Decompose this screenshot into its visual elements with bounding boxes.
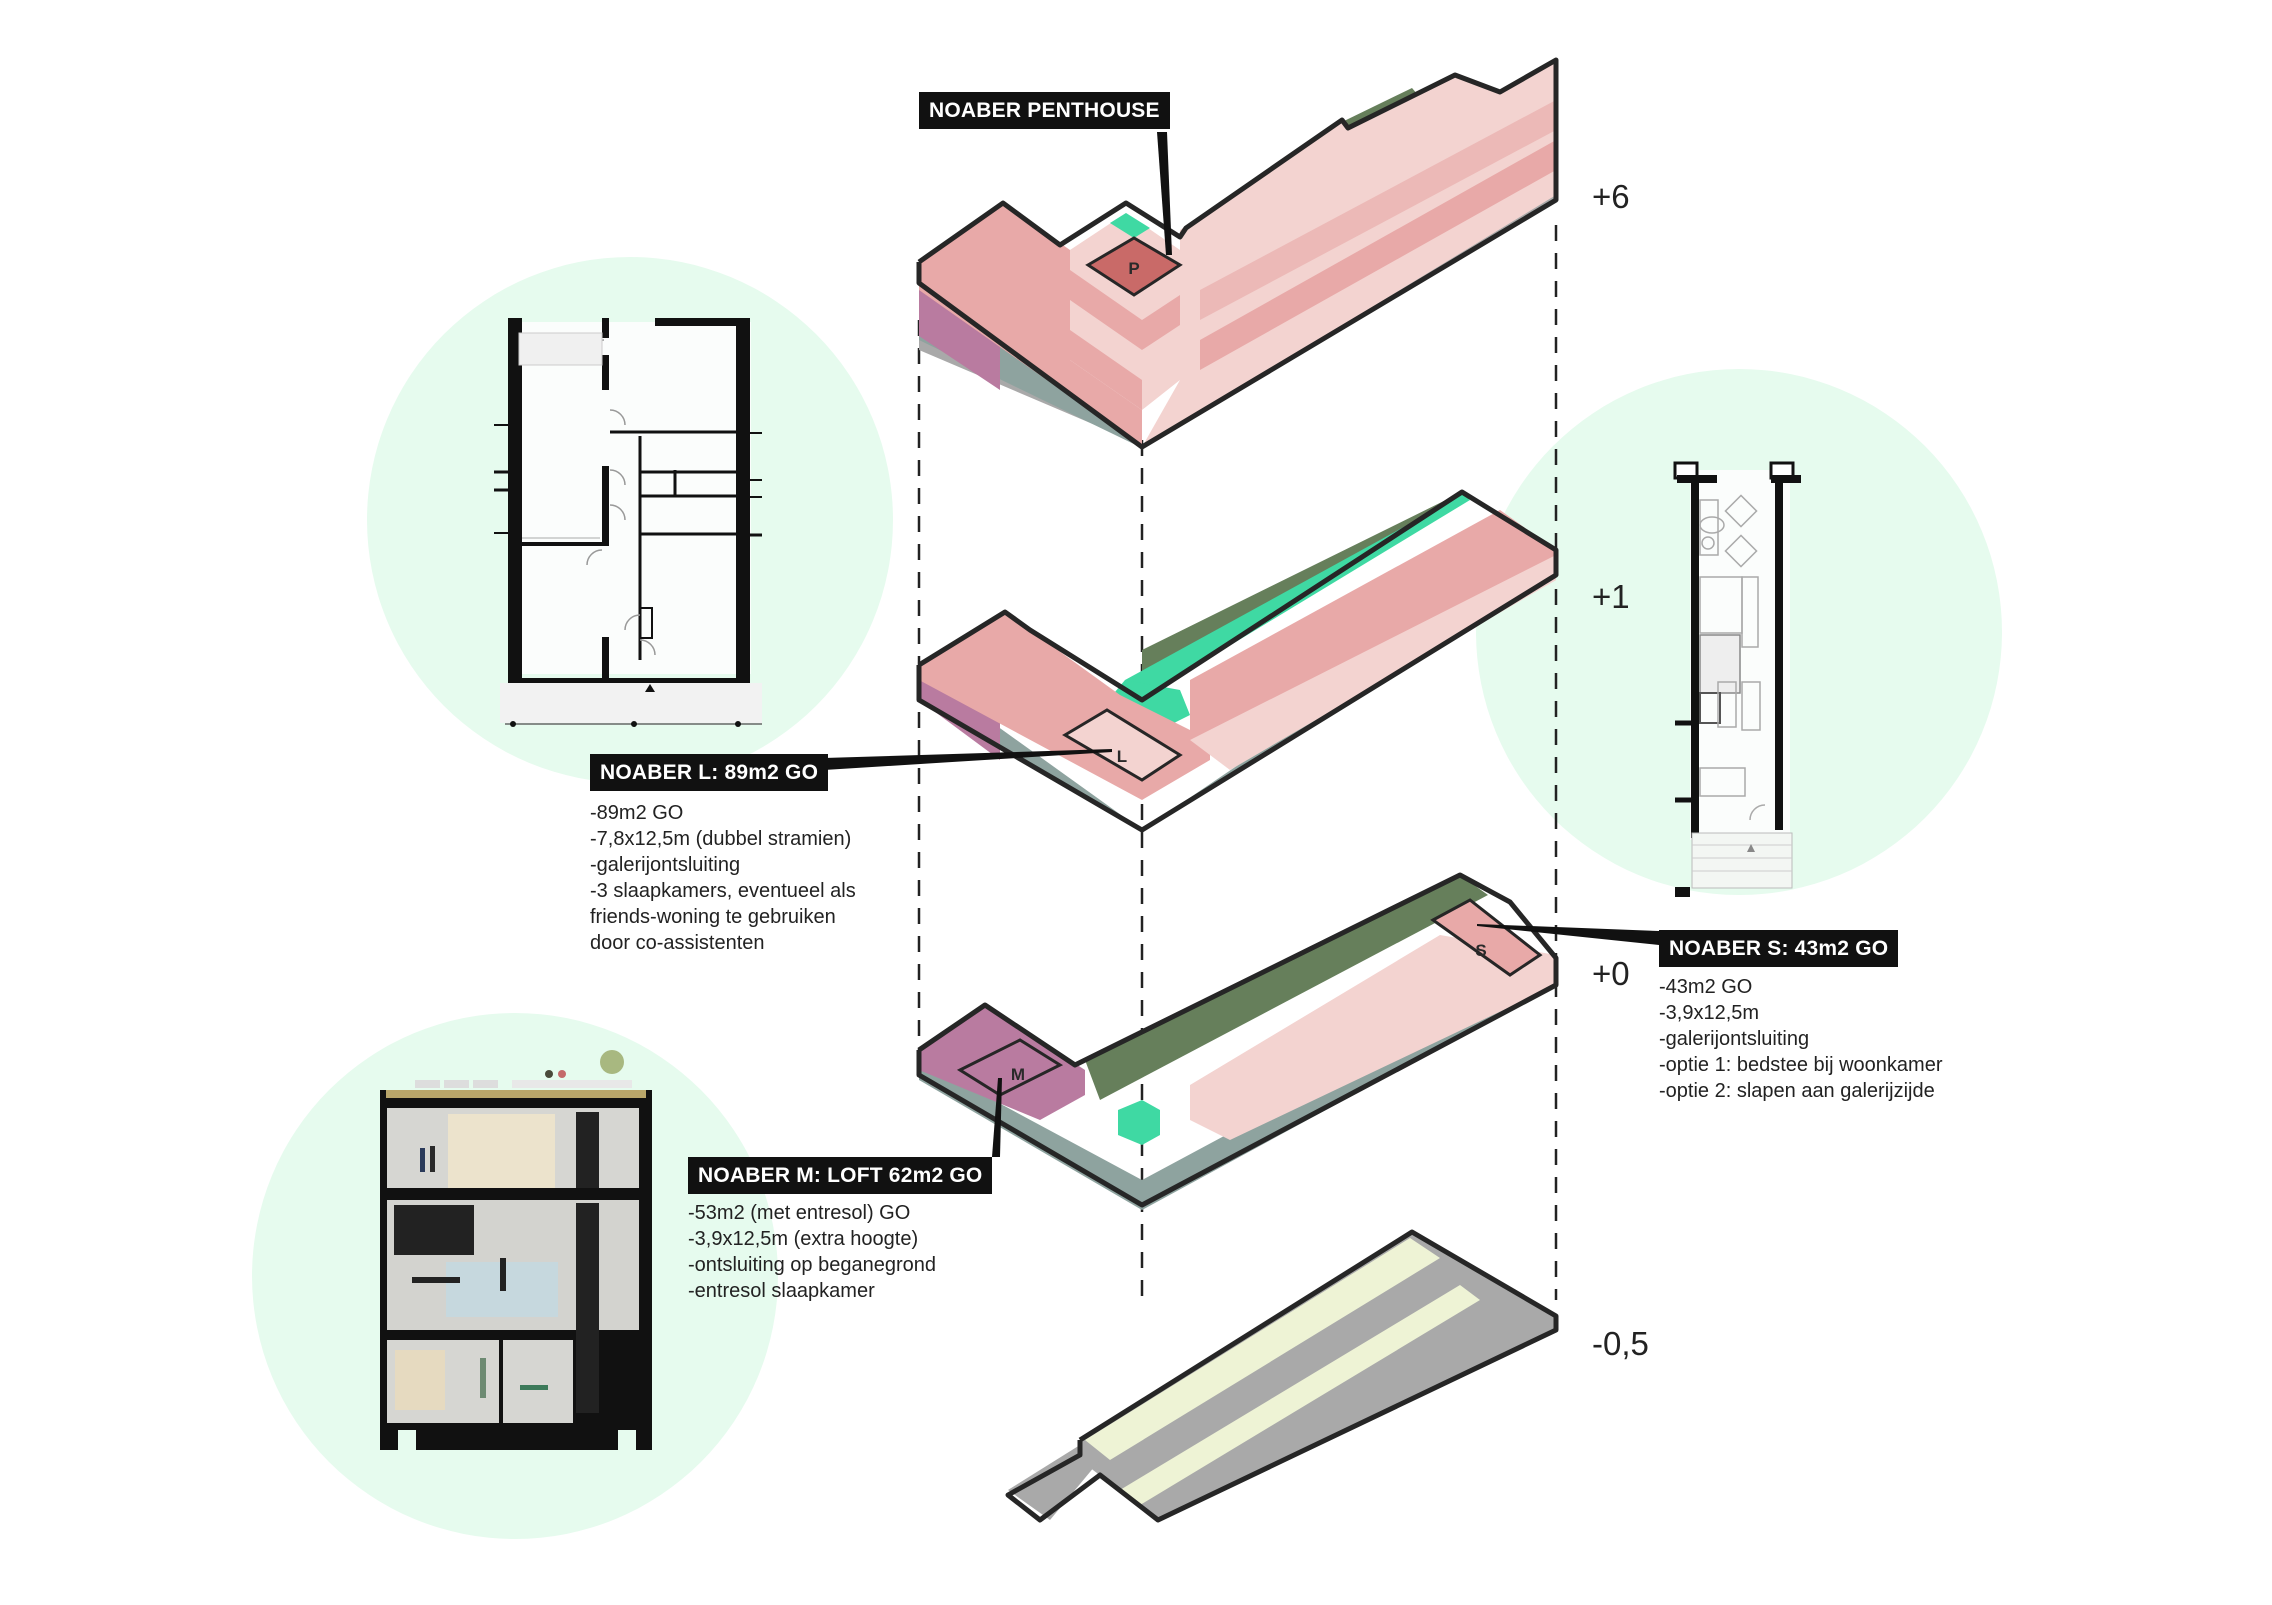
penthouse-callout-title: NOABER PENTHOUSE (919, 92, 1170, 129)
small-pointer (1477, 924, 1659, 945)
level-plus-1-volume: L (916, 489, 1559, 833)
medium-callout-title: NOABER M: LOFT 62m2 GO (688, 1157, 993, 1194)
level-minus-0-5-parking (1005, 1229, 1559, 1523)
level-label-plus-1: +1 (1592, 578, 1630, 615)
large-pointer (824, 749, 1112, 770)
small-detail-line: -galerijontsluiting (1659, 1028, 1810, 1050)
small-unit-details: -43m2 GO -3,9x12,5m -galerijontsluiting … (1659, 974, 1943, 1104)
level-label-plus-6: +6 (1592, 178, 1630, 215)
large-detail-line: -89m2 GO (590, 802, 684, 824)
large-unit-marker (1062, 708, 1183, 782)
penthouse-pointer (1157, 132, 1172, 255)
medium-detail-line: -ontsluiting op beganegrond (688, 1254, 936, 1276)
large-marker-letter: L (1117, 747, 1127, 766)
penthouse-marker-letter: P (1128, 259, 1139, 278)
medium-detail-line: -entresol slaapkamer (688, 1280, 875, 1302)
large-detail-line: -7,8x12,5m (dubbel stramien) (590, 828, 852, 850)
small-callout-title: NOABER S: 43m2 GO (1659, 930, 1899, 967)
small-detail-line: -optie 2: slapen aan galerijzijde (1659, 1080, 1935, 1102)
large-callout-title: NOABER L: 89m2 GO (590, 754, 829, 791)
large-detail-line: door co-assistenten (590, 932, 765, 954)
level-label-minus-0-5: -0,5 (1592, 1325, 1649, 1362)
large-detail-line: -galerijontsluiting (590, 854, 741, 876)
small-marker-letter: S (1475, 941, 1486, 960)
medium-unit-marker (956, 1038, 1064, 1097)
small-detail-line: -optie 1: bedstee bij woonkamer (1659, 1054, 1943, 1076)
medium-unit-details: -53m2 (met entresol) GO -3,9x12,5m (extr… (688, 1200, 936, 1304)
medium-marker-letter: M (1011, 1065, 1025, 1084)
small-detail-line: -3,9x12,5m (1659, 1002, 1760, 1024)
section-drawing-m (380, 1050, 652, 1450)
small-unit-marker (1430, 898, 1543, 977)
large-unit-details: -89m2 GO -7,8x12,5m (dubbel stramien) -g… (590, 800, 856, 956)
large-detail-line: -3 slaapkamers, eventueel als (590, 880, 856, 902)
level-label-plus-0: +0 (1592, 955, 1630, 992)
level-plus-6-volume: P (916, 57, 1559, 450)
large-detail-line: friends-woning te gebruiken (590, 906, 836, 928)
level-plus-0-volume: S M (916, 872, 1559, 1210)
medium-detail-line: -3,9x12,5m (extra hoogte) (688, 1228, 919, 1250)
medium-pointer (992, 1078, 1002, 1157)
small-detail-line: -43m2 GO (1659, 976, 1753, 998)
medium-detail-line: -53m2 (met entresol) GO (688, 1202, 911, 1224)
callout-pointers (824, 132, 1659, 1157)
floor-plan-s (1673, 461, 1801, 897)
penthouse-unit-marker (1085, 236, 1183, 297)
floor-plan-l (494, 318, 762, 727)
